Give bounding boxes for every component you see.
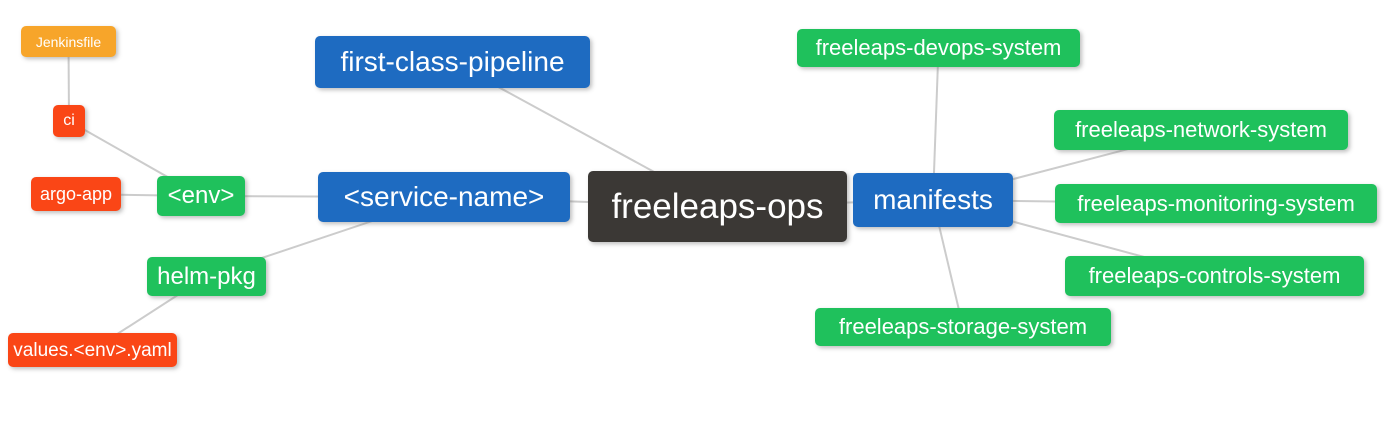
node-helm-pkg[interactable]: helm-pkg bbox=[147, 257, 266, 296]
node-devops-system[interactable]: freeleaps-devops-system bbox=[797, 29, 1080, 67]
node-jenkinsfile[interactable]: Jenkinsfile bbox=[21, 26, 116, 57]
node-label: freeleaps-storage-system bbox=[838, 314, 1088, 339]
node-storage-system[interactable]: freeleaps-storage-system bbox=[815, 308, 1111, 346]
node-freeleaps-ops[interactable]: freeleaps-ops bbox=[588, 171, 847, 242]
node-ci[interactable]: ci bbox=[53, 105, 85, 137]
node-values-env-yaml[interactable]: values.<env>.yaml bbox=[8, 333, 177, 367]
node-monitoring-system[interactable]: freeleaps-monitoring-system bbox=[1055, 184, 1377, 223]
node-label: freeleaps-devops-system bbox=[815, 35, 1062, 60]
node-service-name[interactable]: <service-name> bbox=[318, 172, 570, 222]
node-label: values.<env>.yaml bbox=[13, 339, 172, 361]
node-label: manifests bbox=[873, 184, 993, 215]
node-label: freeleaps-controls-system bbox=[1088, 263, 1341, 288]
node-label: first-class-pipeline bbox=[340, 46, 565, 77]
node-label: freeleaps-network-system bbox=[1075, 117, 1327, 142]
node-label: <service-name> bbox=[343, 181, 545, 212]
node-label: argo-app bbox=[39, 184, 113, 204]
node-label: Jenkinsfile bbox=[35, 33, 102, 50]
node-argo-app[interactable]: argo-app bbox=[31, 177, 121, 211]
node-env[interactable]: <env> bbox=[157, 176, 245, 216]
node-label: helm-pkg bbox=[157, 262, 256, 290]
node-label: ci bbox=[63, 112, 75, 129]
node-network-system[interactable]: freeleaps-network-system bbox=[1054, 110, 1348, 150]
node-controls-system[interactable]: freeleaps-controls-system bbox=[1065, 256, 1364, 296]
node-label: freeleaps-monitoring-system bbox=[1077, 190, 1355, 216]
node-label: <env> bbox=[167, 182, 235, 209]
node-first-class-pipeline[interactable]: first-class-pipeline bbox=[315, 36, 590, 88]
node-manifests[interactable]: manifests bbox=[853, 173, 1013, 227]
node-label: freeleaps-ops bbox=[611, 187, 824, 226]
